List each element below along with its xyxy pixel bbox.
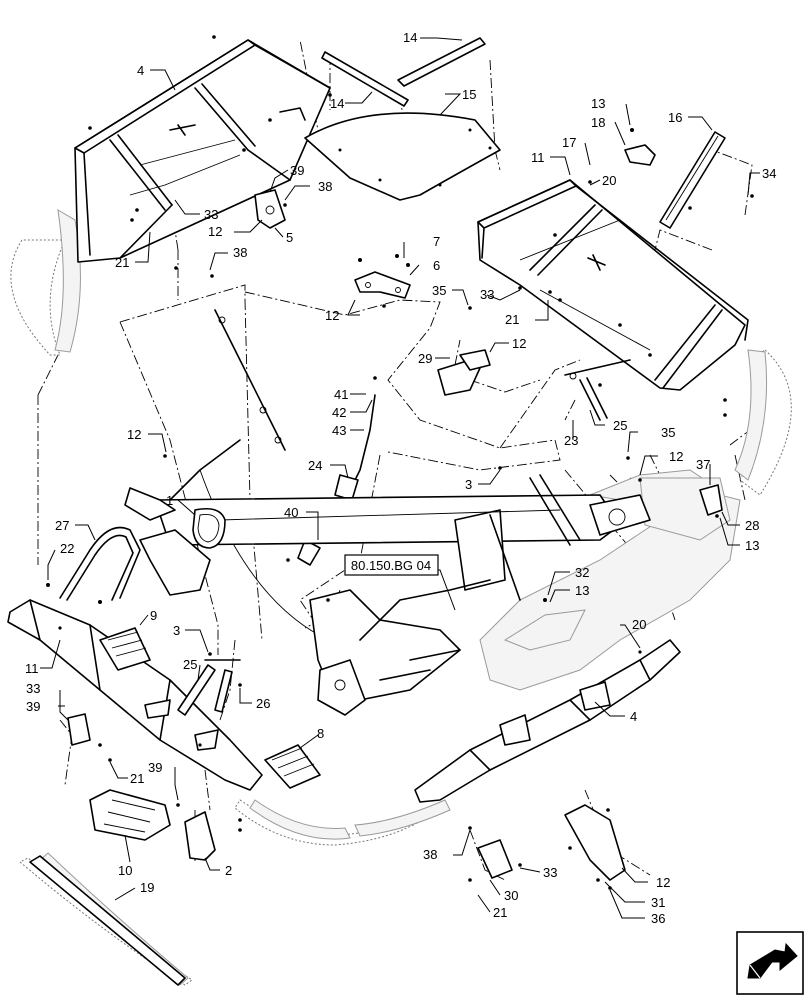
callout-12: 12 bbox=[208, 224, 222, 239]
callout-21: 21 bbox=[493, 905, 507, 920]
callout-25: 25 bbox=[613, 418, 627, 433]
part-29-block bbox=[437, 349, 491, 396]
callout-42: 42 bbox=[332, 405, 346, 420]
callout-3: 3 bbox=[173, 623, 180, 638]
part-5-latch bbox=[254, 189, 287, 229]
callout-labels: 14 14 4 15 13 18 16 17 11 20 34 39 38 33… bbox=[25, 30, 776, 926]
callout-24: 24 bbox=[308, 458, 322, 473]
reference-box-frame bbox=[344, 554, 439, 576]
callout-12: 12 bbox=[325, 308, 339, 323]
callout-15: 15 bbox=[462, 87, 476, 102]
left-bracket-hardware bbox=[67, 713, 112, 762]
lower-right-brackets bbox=[468, 804, 626, 890]
callout-34: 34 bbox=[762, 166, 776, 181]
callout-14: 14 bbox=[403, 30, 417, 45]
callout-36: 36 bbox=[651, 911, 665, 926]
callout-14: 14 bbox=[330, 96, 344, 111]
callout-33: 33 bbox=[480, 287, 494, 302]
part-25-lever-lower bbox=[177, 652, 242, 716]
part-9-step bbox=[99, 627, 151, 671]
callout-28: 28 bbox=[745, 518, 759, 533]
callout-33: 33 bbox=[204, 207, 218, 222]
callout-4: 4 bbox=[630, 709, 637, 724]
callout-6: 6 bbox=[433, 258, 440, 273]
callout-35: 35 bbox=[432, 283, 446, 298]
callout-22: 22 bbox=[60, 541, 74, 556]
part-6-bracket bbox=[354, 254, 411, 299]
part-25-lever-upper bbox=[564, 359, 631, 421]
central-axle-assembly bbox=[124, 439, 651, 716]
reference-label: 80.150.BG 04 bbox=[351, 558, 431, 573]
part-4-right-beam bbox=[414, 639, 681, 803]
callout-26: 26 bbox=[256, 696, 270, 711]
callout-17: 17 bbox=[562, 135, 576, 150]
callout-20: 20 bbox=[602, 173, 616, 188]
callout-39: 39 bbox=[290, 163, 304, 178]
callout-38: 38 bbox=[318, 179, 332, 194]
part-28-bracket bbox=[699, 484, 723, 518]
callout-27: 27 bbox=[55, 518, 69, 533]
callout-1: 1 bbox=[166, 493, 173, 508]
callout-12: 12 bbox=[656, 875, 670, 890]
callout-2: 2 bbox=[225, 863, 232, 878]
callout-8: 8 bbox=[317, 726, 324, 741]
leader-lines bbox=[40, 37, 760, 919]
callout-32: 32 bbox=[575, 565, 589, 580]
callout-30: 30 bbox=[504, 888, 518, 903]
callout-21: 21 bbox=[505, 312, 519, 327]
callout-12: 12 bbox=[669, 449, 683, 464]
callout-38: 38 bbox=[233, 245, 247, 260]
part-4-left-panel-frame bbox=[74, 35, 332, 263]
part-19-strip bbox=[29, 855, 186, 986]
part-27-handrail bbox=[46, 526, 141, 604]
callout-13: 13 bbox=[575, 583, 589, 598]
callout-11: 11 bbox=[531, 150, 545, 165]
callout-40: 40 bbox=[284, 505, 298, 520]
callout-16: 16 bbox=[668, 110, 682, 125]
callout-39: 39 bbox=[148, 760, 162, 775]
part-11-right-panel-frame bbox=[477, 179, 749, 417]
callout-5: 5 bbox=[286, 230, 293, 245]
callout-39: 39 bbox=[26, 699, 40, 714]
callout-3: 3 bbox=[465, 477, 472, 492]
callout-35: 35 bbox=[661, 425, 675, 440]
part-8-step bbox=[264, 744, 321, 789]
callout-10: 10 bbox=[118, 863, 132, 878]
callout-21: 21 bbox=[130, 771, 144, 786]
callout-18: 18 bbox=[591, 115, 605, 130]
part-2-bracket bbox=[176, 803, 242, 861]
part-16-bar bbox=[659, 131, 726, 229]
callout-43: 43 bbox=[332, 423, 346, 438]
callout-41: 41 bbox=[334, 387, 348, 402]
callout-31: 31 bbox=[651, 895, 665, 910]
callout-12: 12 bbox=[512, 336, 526, 351]
callout-4: 4 bbox=[137, 63, 144, 78]
part-15-cover-sheet bbox=[304, 112, 501, 201]
callout-21: 21 bbox=[115, 255, 129, 270]
callout-23: 23 bbox=[564, 433, 578, 448]
callout-11: 11 bbox=[25, 661, 39, 676]
callout-29: 29 bbox=[418, 351, 432, 366]
callout-19: 19 bbox=[140, 880, 154, 895]
part-10-step-bracket bbox=[89, 789, 171, 841]
callout-7: 7 bbox=[433, 234, 440, 249]
part-1-loop bbox=[192, 507, 226, 549]
callout-13: 13 bbox=[745, 538, 759, 553]
callout-13: 13 bbox=[591, 96, 605, 111]
part-14-strips bbox=[321, 37, 486, 107]
callout-38: 38 bbox=[423, 847, 437, 862]
callout-33: 33 bbox=[26, 681, 40, 696]
callout-20: 20 bbox=[632, 617, 646, 632]
part-11-left-beam bbox=[7, 599, 263, 791]
reference-box[interactable]: 80.150.BG 04 bbox=[344, 554, 439, 576]
loose-hardware bbox=[88, 126, 754, 602]
callout-12: 12 bbox=[127, 427, 141, 442]
callout-25: 25 bbox=[183, 657, 197, 672]
callout-33: 33 bbox=[543, 865, 557, 880]
callout-37: 37 bbox=[696, 457, 710, 472]
next-page-arrow-icon[interactable] bbox=[736, 931, 804, 995]
callout-9: 9 bbox=[150, 608, 157, 623]
part-18-clip bbox=[624, 128, 656, 166]
